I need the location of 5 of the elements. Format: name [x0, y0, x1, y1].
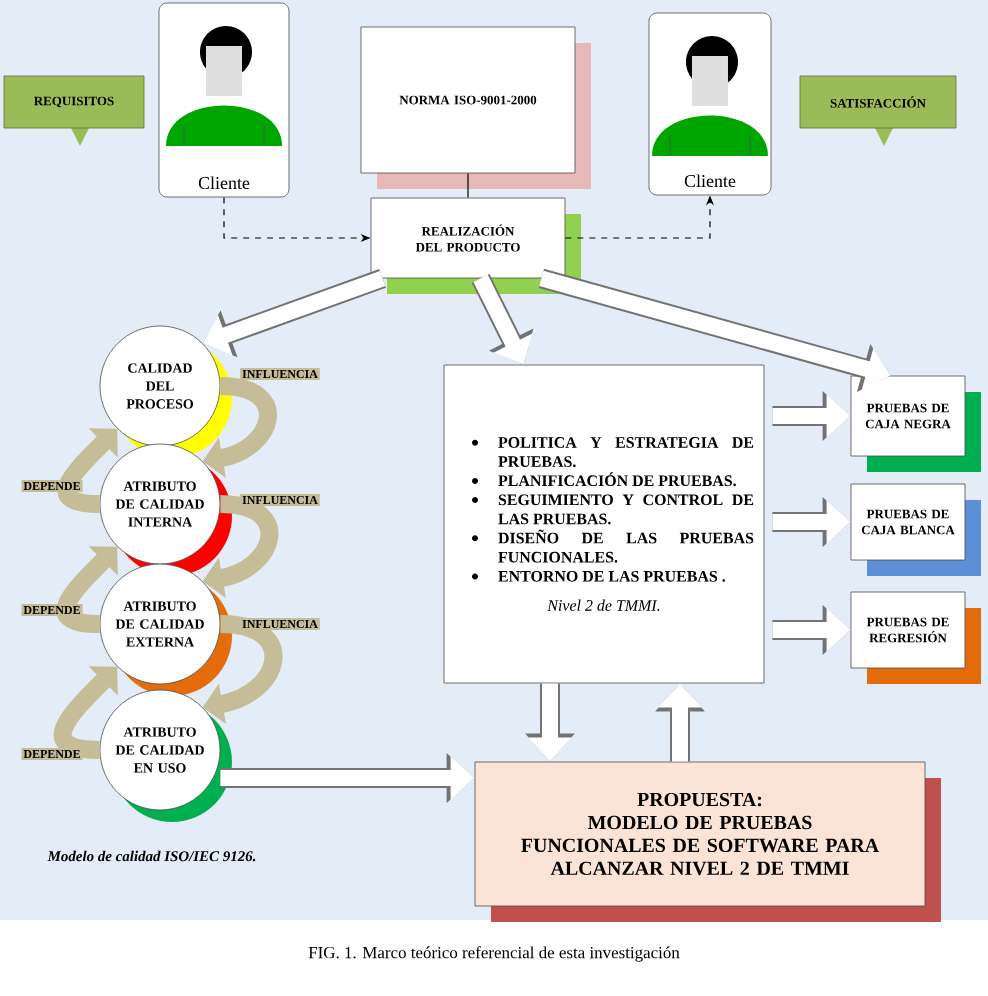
client-card: Cliente: [158, 2, 290, 198]
figure-caption: FIG. 1. Marco teórico referencial de esta investigación: [308, 946, 680, 962]
proposal-box: PROPUESTA: MODELO DE PRUEBAS FUNCIONALES DE SOFTWARE PARA ALCANZAR NIVEL 2 DE TMMI: [474, 761, 941, 922]
connector-line: [467, 172, 469, 199]
client-card: Cliente: [648, 12, 772, 196]
